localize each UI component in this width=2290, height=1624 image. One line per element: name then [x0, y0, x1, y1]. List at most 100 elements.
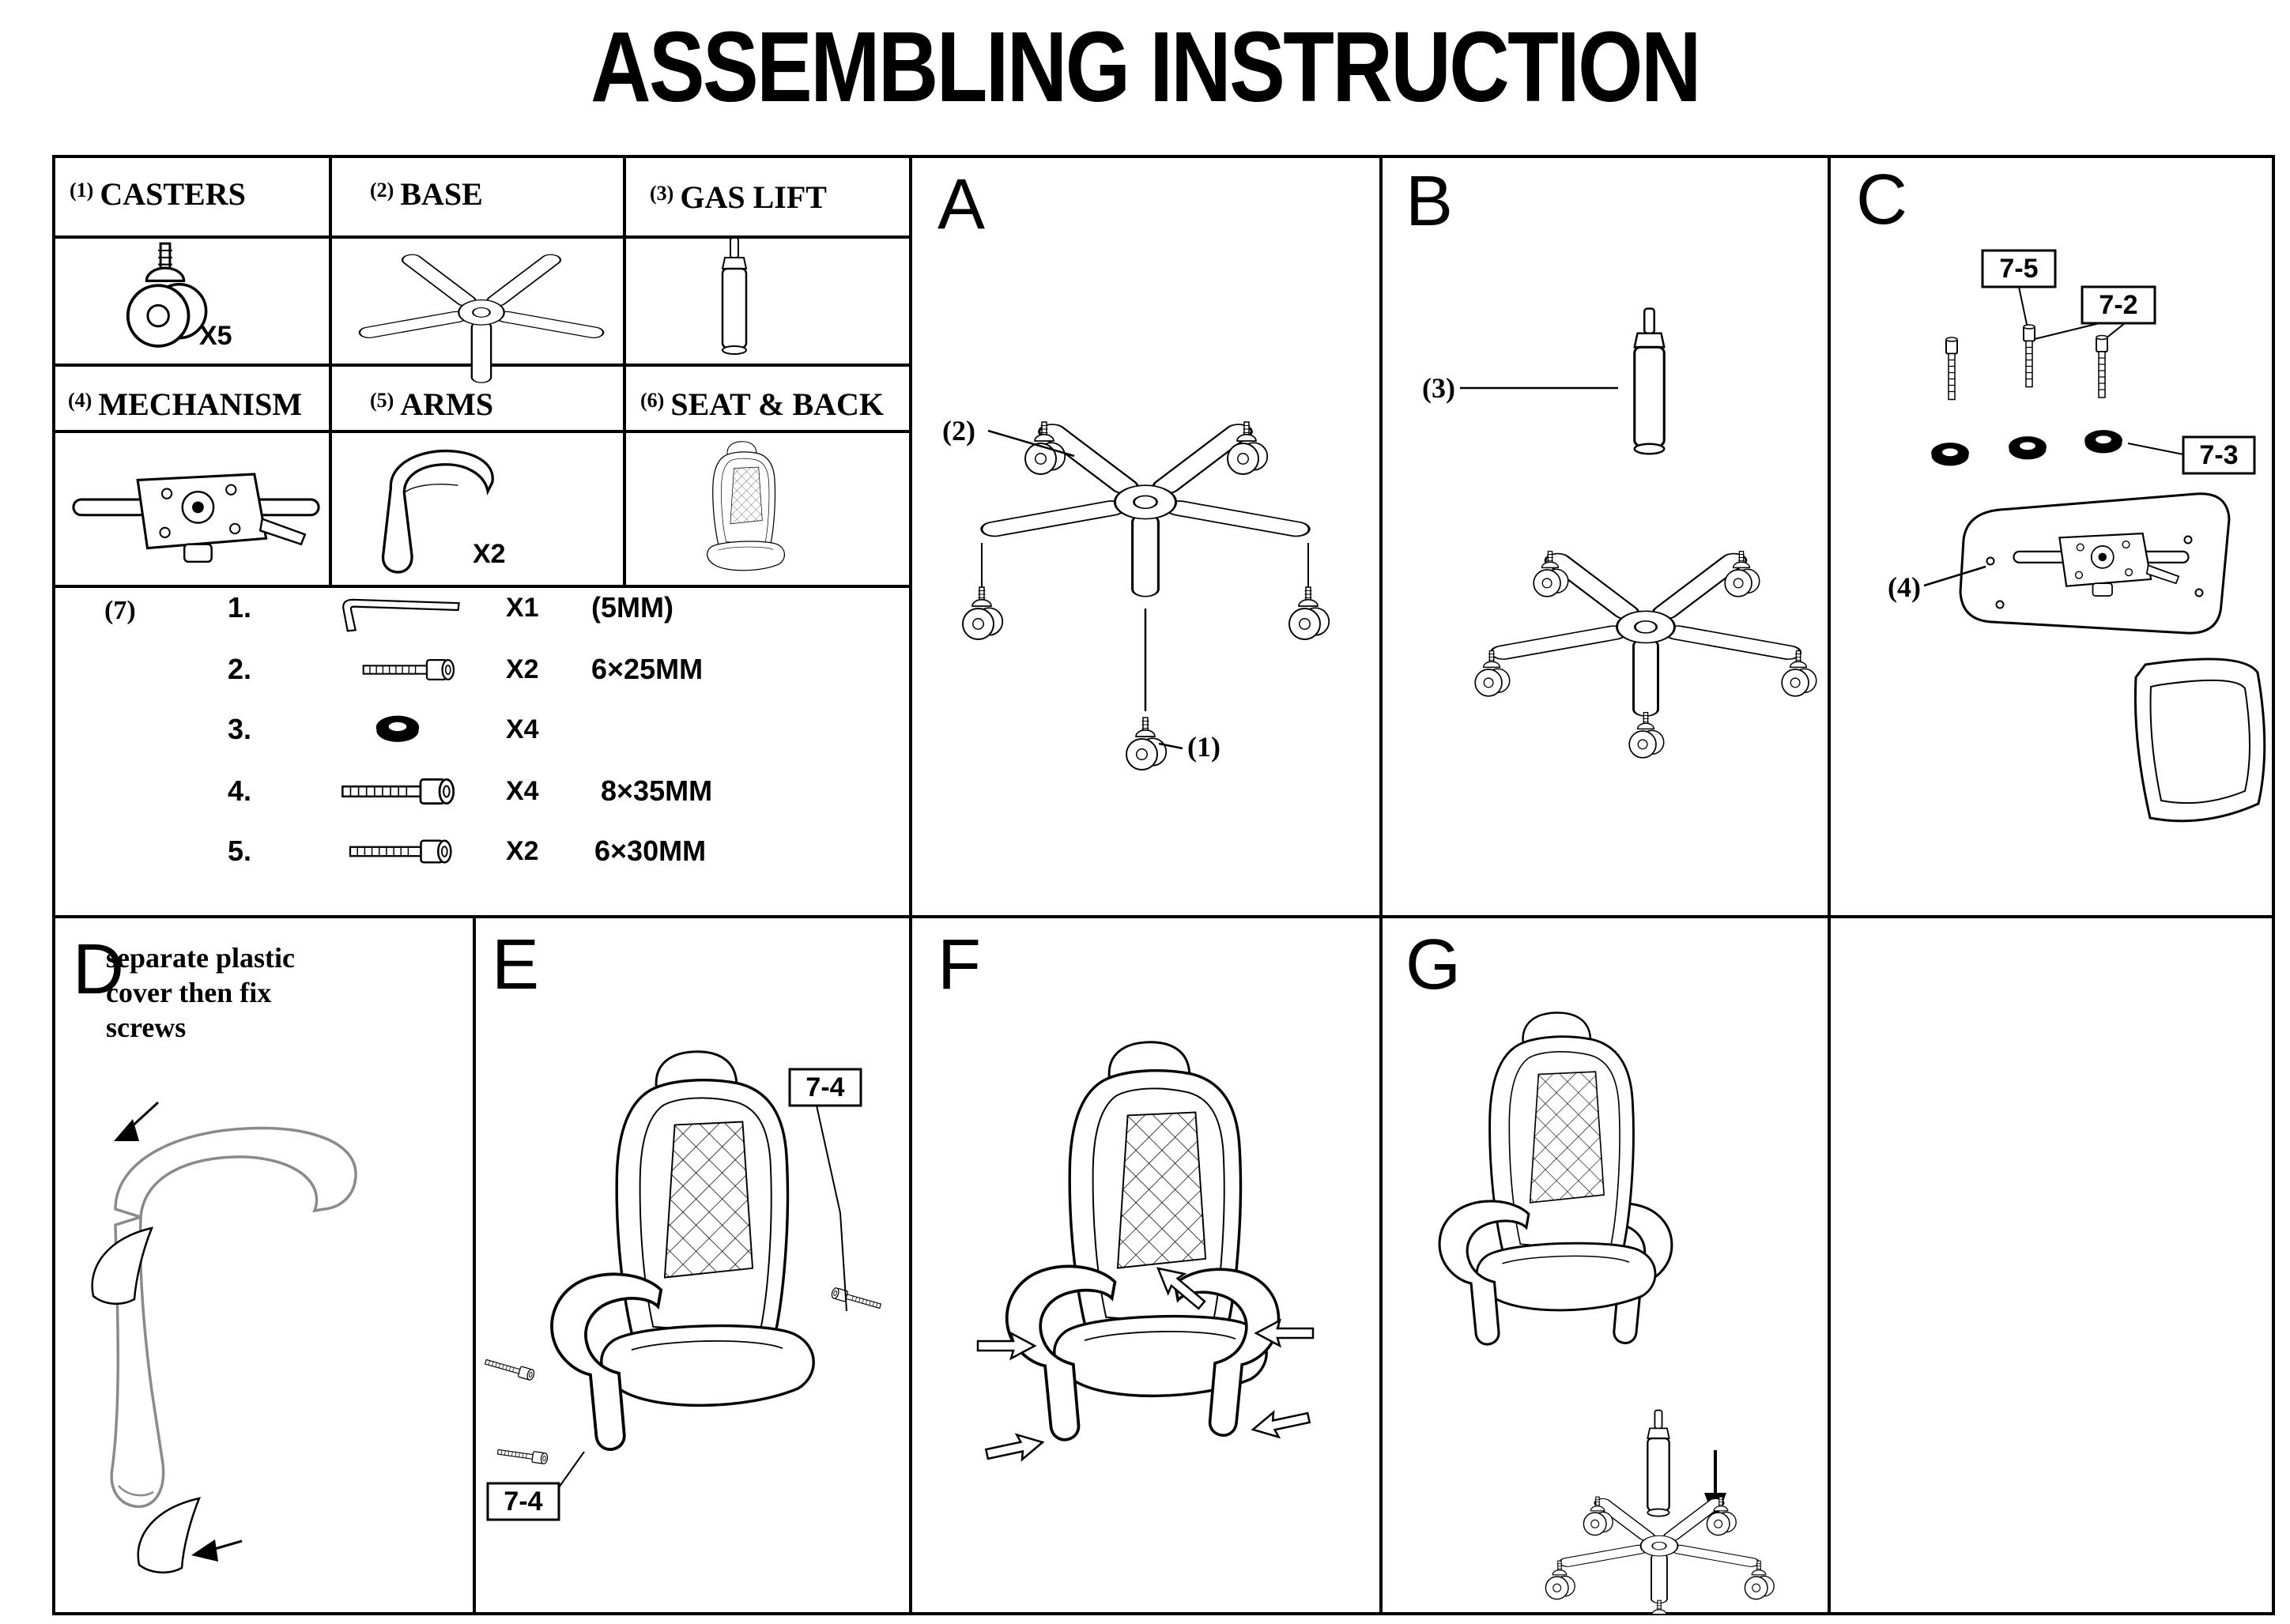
- step-d-note: separate plastic cover then fix screws: [106, 940, 295, 1045]
- screw-drawing: [830, 1287, 883, 1312]
- plastic-cover-drawing: [91, 1226, 154, 1306]
- tag-box: [1981, 249, 2057, 288]
- leader-line: [816, 1105, 847, 1312]
- step-a-illustration: (2) (1): [942, 415, 1330, 771]
- grid-line: [52, 1612, 2275, 1615]
- part-name: GAS LIFT: [680, 179, 827, 215]
- step-c-letter: C: [1856, 160, 1907, 239]
- washer-drawing: [2009, 436, 2047, 460]
- hardware-row-index: 4.: [228, 774, 252, 807]
- grid-line: [52, 915, 2275, 918]
- base-icon: [351, 239, 612, 398]
- step-g-illustration: [1438, 1012, 1775, 1614]
- hardware-row-index: 2.: [228, 653, 252, 685]
- grid-line: [52, 155, 55, 1615]
- part-header-mechanism: (4) MECHANISM: [68, 386, 302, 423]
- gas-lift-drawing: [1647, 1409, 1670, 1517]
- step-e-illustration: 7-4 7-4: [483, 1050, 883, 1521]
- label-caster: (1): [1187, 731, 1220, 763]
- leader-line: [556, 1451, 585, 1490]
- tag-7-3: 7-3: [2199, 440, 2238, 470]
- bolt-icon: [346, 836, 465, 867]
- step-f-illustration: [976, 1041, 1315, 1468]
- step-d-illustration: [91, 1101, 357, 1574]
- washer-drawing: [1931, 443, 1969, 466]
- hardware-row-index: 5.: [228, 835, 252, 867]
- arrow: [983, 1429, 1047, 1468]
- allen-key-icon: [332, 593, 471, 636]
- screw-drawing: [2096, 334, 2108, 398]
- part-number: (4): [68, 389, 92, 412]
- page-title: ASSEMBLING INSTRUCTION: [590, 11, 1701, 122]
- tag-7-4: 7-4: [504, 1486, 542, 1517]
- arrow: [128, 1101, 160, 1130]
- arrow: [211, 1539, 243, 1551]
- grid-line: [52, 235, 912, 239]
- step-d-letter: D: [73, 930, 124, 1009]
- grid-line: [473, 915, 476, 1615]
- tag-7-5: 7-5: [1999, 254, 2038, 284]
- hardware-qty: X4: [506, 714, 539, 744]
- caster-drawing: [962, 586, 1004, 640]
- part-name: ARMS: [400, 386, 494, 422]
- hardware-size: 8×35MM: [601, 774, 713, 807]
- tag-7-2: 7-2: [2099, 290, 2137, 320]
- note-line: cover then fix: [106, 977, 272, 1008]
- screw-drawing: [496, 1445, 549, 1465]
- chair-drawing: [1053, 1041, 1268, 1398]
- caster-drawing: [1288, 586, 1330, 640]
- part-name: CASTERS: [100, 176, 246, 212]
- plastic-cover-drawing: [137, 1497, 202, 1574]
- arrow-head: [191, 1539, 218, 1562]
- chair-drawing: [600, 1050, 815, 1407]
- part-header-gas-lift: (3) GAS LIFT: [650, 179, 827, 216]
- label-mechanism: (4): [1888, 571, 1921, 603]
- hardware-group-number: (7): [104, 596, 136, 625]
- step-g-letter: G: [1405, 925, 1462, 1004]
- washer-drawing: [2084, 430, 2122, 454]
- part-name: SEAT & BACK: [670, 386, 885, 422]
- part-header-base: (2)BASE: [370, 175, 483, 213]
- arm-qty: X2: [473, 539, 506, 569]
- bolt-icon: [338, 774, 469, 808]
- tag-box: [2081, 285, 2156, 325]
- tag-box: [788, 1068, 862, 1107]
- part-header-arms: (5)ARMS: [370, 386, 493, 423]
- grid-line: [623, 155, 626, 588]
- label-base: (2): [942, 415, 975, 447]
- hardware-qty: X2: [506, 654, 539, 684]
- part-header-casters: (1) CASTERS: [70, 175, 246, 213]
- caster-icon: [119, 239, 212, 356]
- gas-lift-icon: [710, 234, 759, 368]
- grid-line: [1379, 155, 1383, 1615]
- hardware-qty: X2: [506, 836, 539, 866]
- part-number: (1): [70, 179, 94, 202]
- mechanism-icon: [70, 441, 323, 587]
- step-b-letter: B: [1405, 162, 1454, 241]
- step-a-letter: A: [938, 165, 986, 244]
- screw-drawing: [1945, 336, 1959, 401]
- tag-box: [2182, 435, 2256, 475]
- step-f-letter: F: [938, 925, 981, 1004]
- label-gas-lift: (3): [1422, 372, 1455, 404]
- grid-line: [52, 155, 2275, 158]
- part-name: MECHANISM: [98, 386, 303, 422]
- armrest-drawing: [110, 1126, 357, 1509]
- screw-drawing: [2022, 323, 2036, 388]
- part-number: (3): [650, 182, 674, 205]
- arrow-head: [114, 1119, 139, 1141]
- caster-drawing: [1628, 711, 1665, 759]
- caster-drawing: [1644, 1600, 1675, 1614]
- part-number: (2): [370, 179, 394, 202]
- hardware-qty: X1: [506, 593, 539, 623]
- seat-back-icon: [685, 428, 797, 586]
- screw-drawing: [483, 1356, 536, 1381]
- part-number: (6): [640, 389, 665, 412]
- gas-lift-drawing: [1633, 307, 1666, 455]
- arrow: [1249, 1404, 1313, 1443]
- bolt-icon: [360, 656, 466, 684]
- chair-assembly-drawing: [1438, 1012, 1673, 1346]
- grid-line: [1828, 155, 1831, 1615]
- grid-line: [329, 155, 332, 588]
